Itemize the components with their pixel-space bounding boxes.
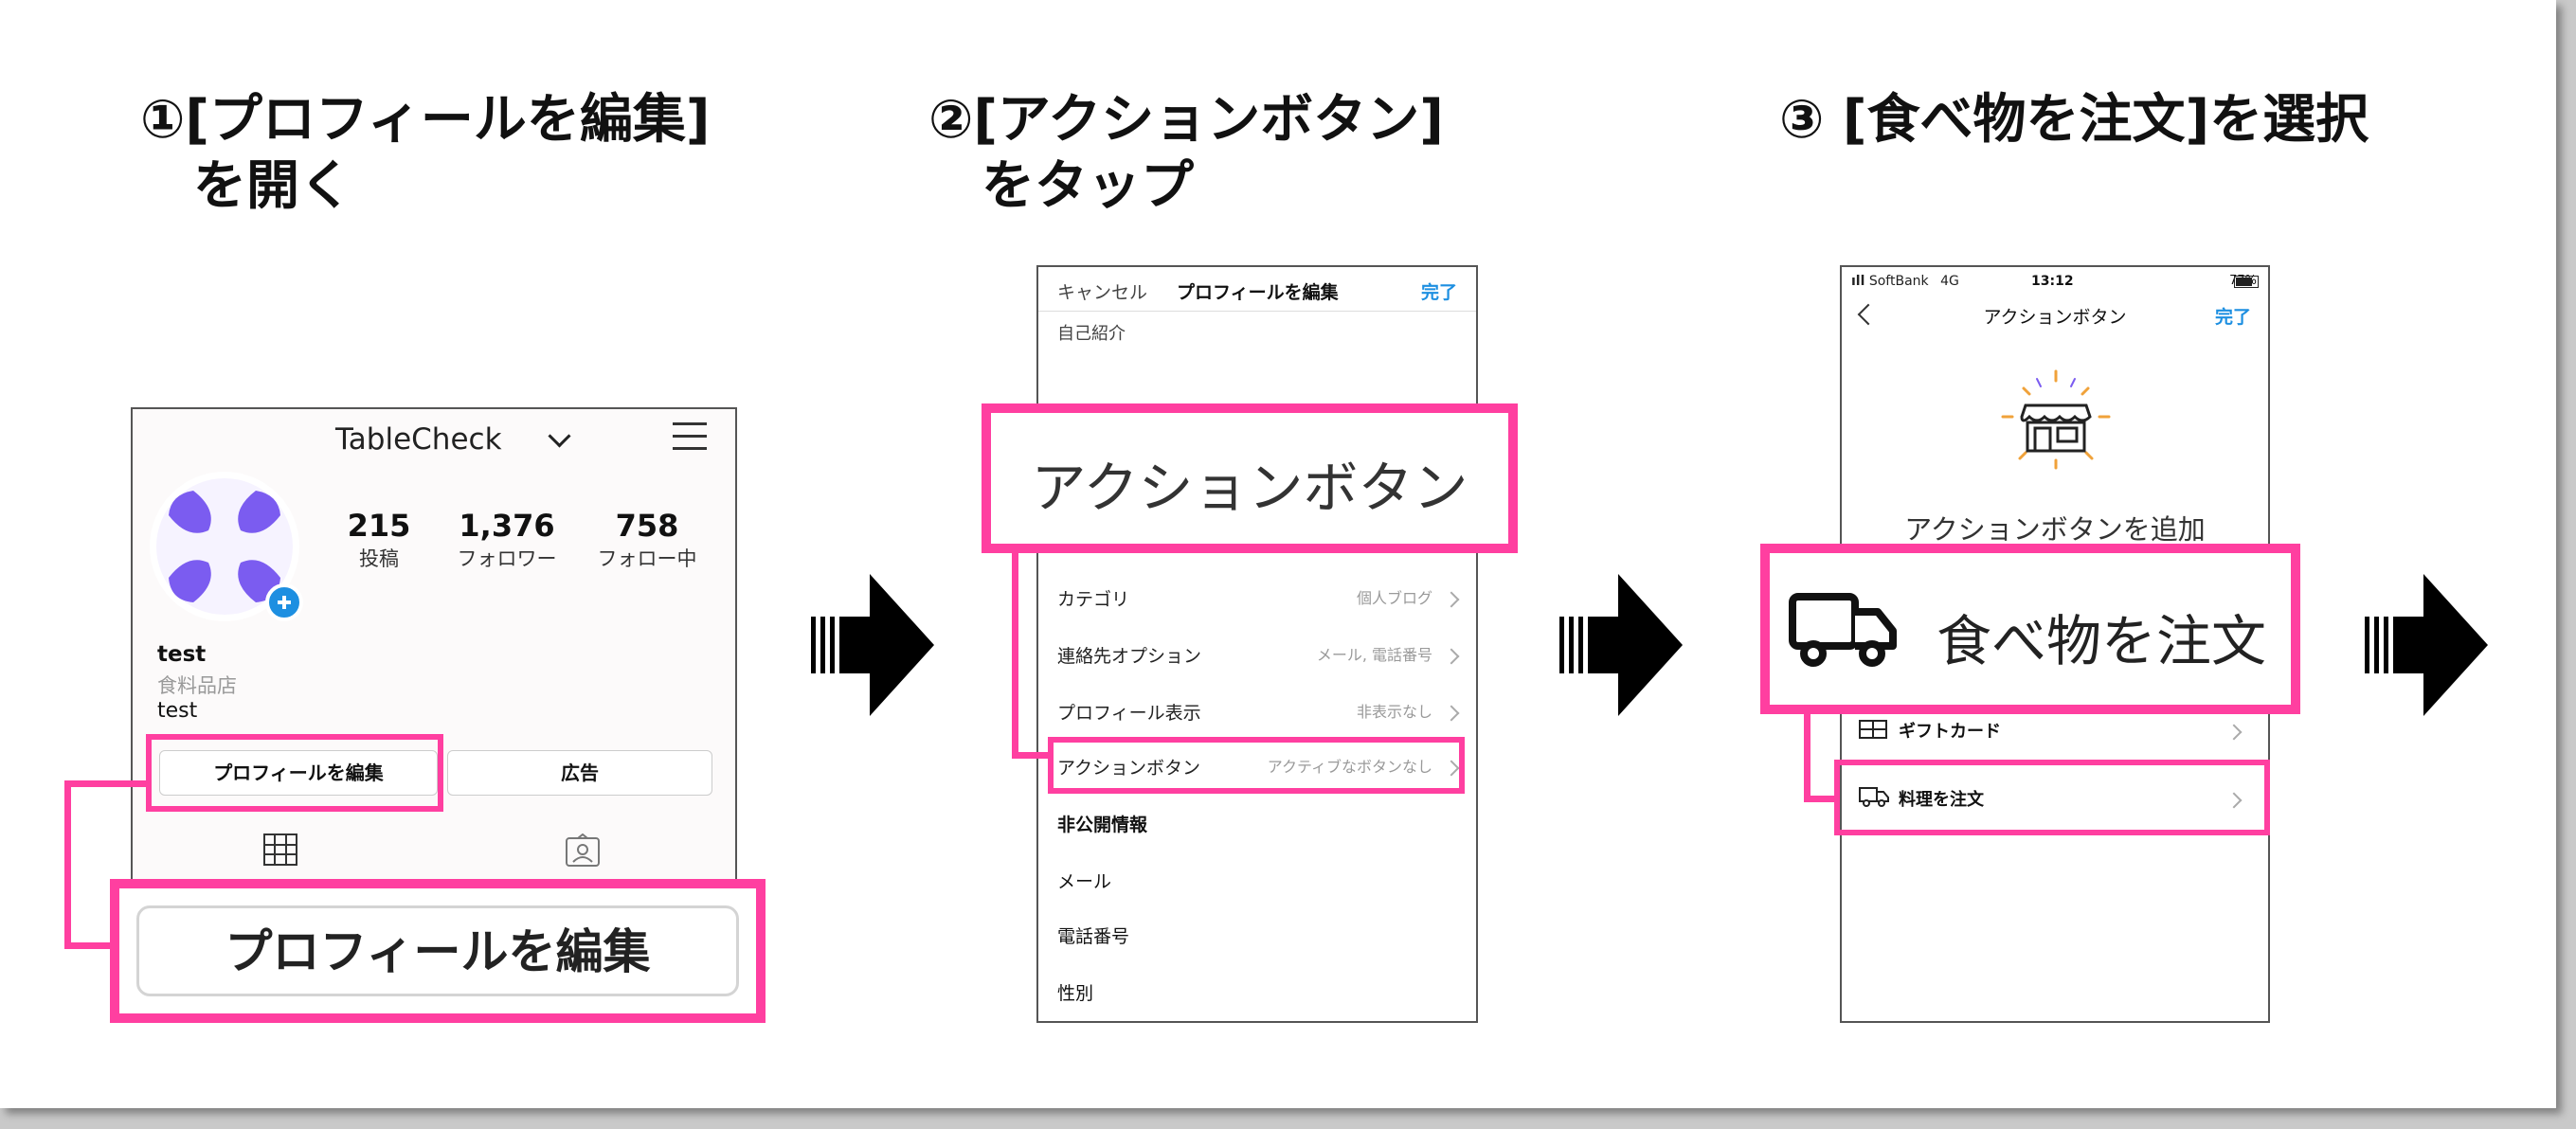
bio-name: test: [157, 642, 207, 667]
instruction-sheet: ①[プロフィールを編集] を開く ②[アクションボタン] をタップ ③ [食べ物…: [0, 0, 2556, 1108]
step2-title-line2: をタップ: [982, 155, 1194, 217]
highlight-edit-profile: [146, 734, 443, 812]
bio-category: 食料品店: [157, 674, 237, 697]
truck-icon: [1789, 593, 1897, 667]
category-row[interactable]: カテゴリ 個人ブログ: [1057, 585, 1460, 611]
row-label: プロフィール表示: [1057, 703, 1201, 724]
status-bar: ıll SoftBank 4G: [1851, 274, 1959, 289]
edit-profile-screen: キャンセル プロフィールを編集 完了 自己紹介 カテゴリ 個人ブログ 連絡先オプ…: [1036, 265, 1478, 1023]
row-label: カテゴリ: [1057, 589, 1130, 610]
right-arrow-icon: [1559, 574, 1683, 716]
gift-icon: [1859, 718, 1887, 739]
step2-title: ②[アクションボタン] をタップ: [928, 87, 1444, 220]
plus-icon[interactable]: [265, 583, 303, 621]
step1-title-line1: ①[プロフィールを編集]: [140, 89, 711, 151]
carrier-label: SoftBank: [1868, 274, 1929, 289]
menu-icon[interactable]: [673, 422, 707, 451]
stat-label: フォロー中: [597, 547, 697, 570]
tagged-icon[interactable]: [565, 833, 601, 868]
connector-line: [64, 780, 148, 787]
status-time: 13:12: [2031, 274, 2074, 289]
step1-title: ①[プロフィールを編集] を開く: [140, 87, 710, 220]
profile-screen: TableCheck 215: [131, 407, 737, 904]
cancel-button[interactable]: キャンセル: [1057, 282, 1148, 303]
chevron-right-icon: [2225, 724, 2243, 740]
right-arrow-icon: [811, 574, 934, 716]
connector-line: [64, 780, 71, 949]
callout-edit-profile-label: プロフィールを編集: [136, 905, 739, 996]
avatar[interactable]: [150, 472, 303, 621]
network-label: 4G: [1940, 274, 1959, 289]
row-value: メール, 電話番号: [1316, 646, 1432, 664]
store-icon: [2001, 369, 2111, 470]
connector-line: [64, 942, 117, 949]
stat-followers[interactable]: 1,376 フォロワー: [445, 508, 568, 572]
connector-line: [1804, 708, 1810, 801]
signal-icon: ıll: [1851, 274, 1865, 289]
action-button-title: アクションボタン: [1983, 307, 2127, 328]
step3-title: ③ [食べ物を注文]を選択: [1779, 87, 2369, 153]
callout-action-button: アクションボタン: [982, 403, 1518, 553]
edit-profile-button[interactable]: プロフィールを編集: [159, 750, 438, 796]
chevron-down-icon[interactable]: [548, 424, 571, 448]
row-value: 個人ブログ: [1356, 589, 1432, 607]
chevron-right-icon: [1443, 591, 1460, 607]
row-value: アクティブなボタンなし: [1267, 758, 1432, 776]
stat-value: 1,376: [459, 508, 555, 544]
callout-order-food: 食べ物を注文: [1760, 544, 2300, 714]
callout-edit-profile: プロフィールを編集: [110, 879, 766, 1023]
step1-title-line2: を開く: [193, 155, 352, 217]
stat-value: 215: [347, 508, 411, 544]
chevron-right-icon: [1443, 648, 1460, 664]
battery-icon: [2234, 276, 2259, 288]
contact-options-row[interactable]: 連絡先オプション メール, 電話番号: [1057, 642, 1460, 668]
tablecheck-logo: [156, 478, 293, 615]
step3-title-line1: ③ [食べ物を注文]を選択: [1779, 89, 2369, 151]
step2-title-line1: ②[アクションボタン]: [928, 89, 1444, 151]
gift-card-option[interactable]: ギフトカード: [1899, 722, 2001, 742]
stat-posts[interactable]: 215 投稿: [332, 508, 426, 572]
bio-field-label[interactable]: 自己紹介: [1057, 324, 1126, 344]
private-info-heading: 非公開情報: [1057, 815, 1148, 835]
stat-label: フォロワー: [457, 547, 557, 570]
profile-display-row[interactable]: プロフィール表示 非表示なし: [1057, 699, 1460, 725]
connector-line: [1012, 544, 1018, 758]
chevron-right-icon: [1443, 705, 1460, 721]
row-value: 非表示なし: [1356, 703, 1432, 721]
done-button[interactable]: 完了: [2214, 307, 2251, 328]
stat-label: 投稿: [359, 547, 399, 570]
callout-action-button-label: アクションボタン: [1031, 456, 1468, 520]
gender-row[interactable]: 性別: [1057, 983, 1094, 1004]
right-arrow-icon: [2365, 574, 2488, 716]
highlight-order-food-row: [1834, 760, 2270, 835]
grid-icon[interactable]: [263, 833, 297, 866]
truck-icon: [1859, 786, 1889, 807]
bio-text: test: [157, 699, 198, 723]
connector-line: [1012, 752, 1054, 759]
callout-order-food-label: 食べ物を注文: [1937, 609, 2267, 673]
done-button[interactable]: 完了: [1420, 282, 1457, 303]
action-button-row[interactable]: アクションボタン アクティブなボタンなし: [1057, 754, 1460, 780]
order-food-option[interactable]: 料理を注文: [1899, 790, 1984, 810]
email-row[interactable]: メール: [1057, 871, 1112, 892]
row-label: アクションボタン: [1057, 758, 1201, 779]
stat-following[interactable]: 758 フォロー中: [585, 508, 709, 572]
phone-row[interactable]: 電話番号: [1057, 926, 1130, 947]
add-action-button-label: アクションボタンを追加: [1904, 513, 2206, 546]
account-name[interactable]: TableCheck: [335, 422, 502, 457]
connector-line: [1804, 796, 1840, 802]
highlight-action-button-row: [1048, 737, 1465, 794]
battery-status: 77%: [2229, 274, 2259, 288]
row-label: 連絡先オプション: [1057, 646, 1202, 667]
edit-profile-title: プロフィールを編集: [1177, 282, 1339, 303]
ads-button[interactable]: 広告: [447, 750, 712, 796]
stat-value: 758: [615, 508, 679, 544]
